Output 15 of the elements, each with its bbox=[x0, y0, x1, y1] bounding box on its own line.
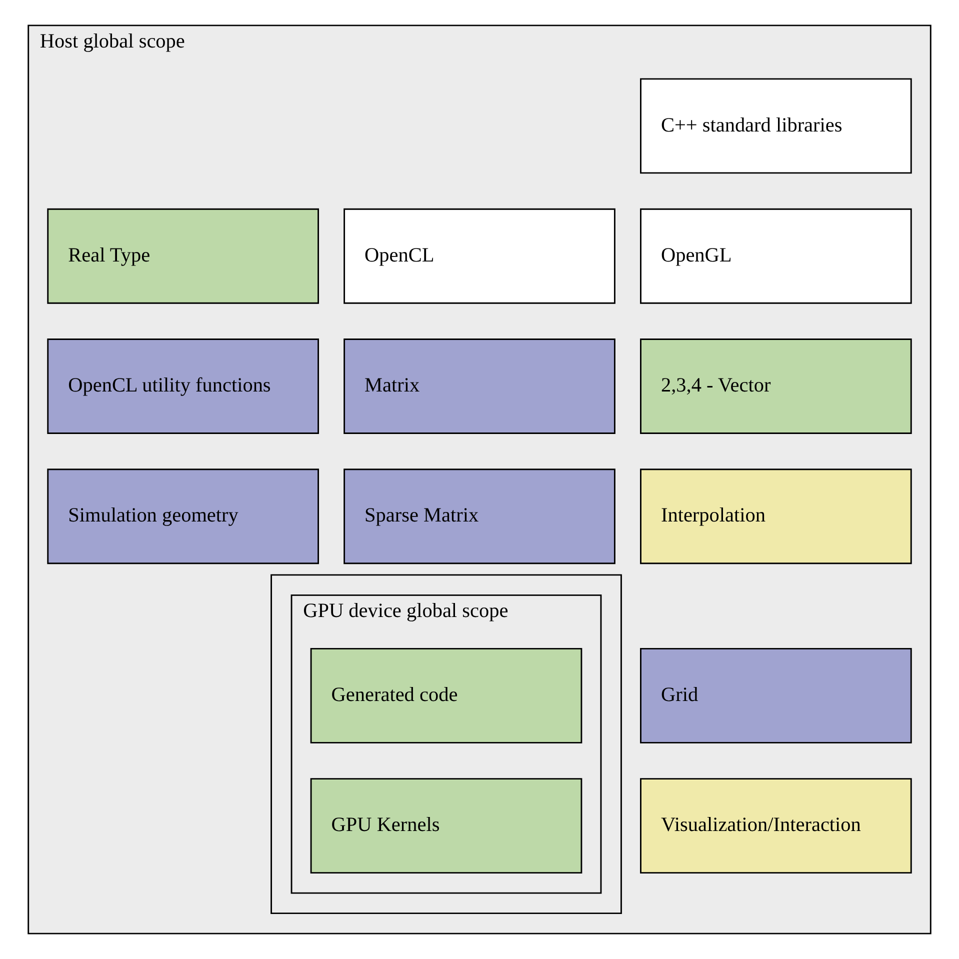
node-box: C++ standard libraries bbox=[640, 78, 912, 174]
node-box: Real Type bbox=[47, 208, 319, 304]
node-box: GPU Kernels bbox=[310, 778, 582, 874]
node-box: 2,3,4 - Vector bbox=[640, 338, 912, 434]
node-box: Grid bbox=[640, 648, 912, 744]
node-box: Sparse Matrix bbox=[344, 468, 616, 564]
node-box: Simulation geometry bbox=[47, 468, 319, 564]
node-box: OpenCL utility functions bbox=[47, 338, 319, 434]
cluster bbox=[270, 574, 622, 914]
node-box: OpenGL bbox=[640, 208, 912, 304]
node-box: Generated code bbox=[310, 648, 582, 744]
node-box: Interpolation bbox=[640, 468, 912, 564]
node-box: Visualization/Interaction bbox=[640, 778, 912, 874]
node-box: OpenCL bbox=[344, 208, 616, 304]
node-box: Matrix bbox=[344, 338, 616, 434]
